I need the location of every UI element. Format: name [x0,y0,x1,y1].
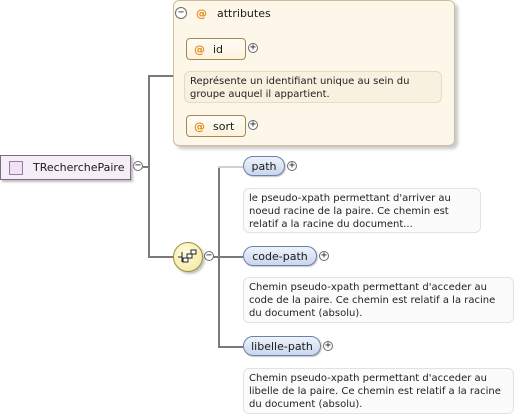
sequence-collapse-button[interactable]: − [204,250,214,261]
attribute-label: id [213,42,224,56]
attribute-icon: @ [194,42,205,56]
element-code-path[interactable]: code-path [243,246,317,266]
root-connector [143,166,149,168]
attribute-id[interactable]: @ id [186,38,246,60]
sequence-connector [213,256,219,258]
element-path[interactable]: path [243,156,285,176]
sequence-compositor[interactable] [173,242,203,272]
attribute-sort-expand-button[interactable]: + [248,119,258,130]
attribute-icon: @ [194,119,205,133]
seq-line-code-path [218,256,243,258]
root-element[interactable]: TRecherchePaire [0,155,131,180]
attribute-label: sort [213,119,235,133]
seq-line-libelle-path [218,346,243,348]
seq-line-path [218,166,243,168]
root-collapse-button[interactable]: − [133,160,143,171]
attribute-sort[interactable]: @ sort [186,115,246,137]
element-libelle-path[interactable]: libelle-path [243,336,321,356]
element-libelle-path-documentation: Chemin pseudo-xpath permettant d'acceder… [243,368,514,414]
branch-to-attributes [148,75,174,77]
element-libelle-path-expand-button[interactable]: + [323,340,333,351]
element-path-expand-button[interactable]: + [287,160,297,171]
branch-vertical [148,76,150,258]
element-code-path-expand-button[interactable]: + [319,250,329,261]
attributes-icon: @ [196,6,207,20]
complex-type-icon [9,160,23,175]
attribute-id-documentation: Représente un identifiant unique au sein… [184,71,442,103]
attributes-title: attributes [217,6,271,20]
element-code-path-documentation: Chemin pseudo-xpath permettant d'acceder… [243,277,514,323]
attributes-header: − @ attributes [175,5,271,21]
branch-to-sequence [148,256,174,258]
sequence-icon [178,249,197,263]
attribute-id-expand-button[interactable]: + [248,42,258,53]
attributes-collapse-button[interactable]: − [175,7,187,19]
root-element-label: TRecherchePaire [33,161,125,174]
element-path-documentation: le pseudo-xpath permettant d'arriver au … [243,188,481,233]
